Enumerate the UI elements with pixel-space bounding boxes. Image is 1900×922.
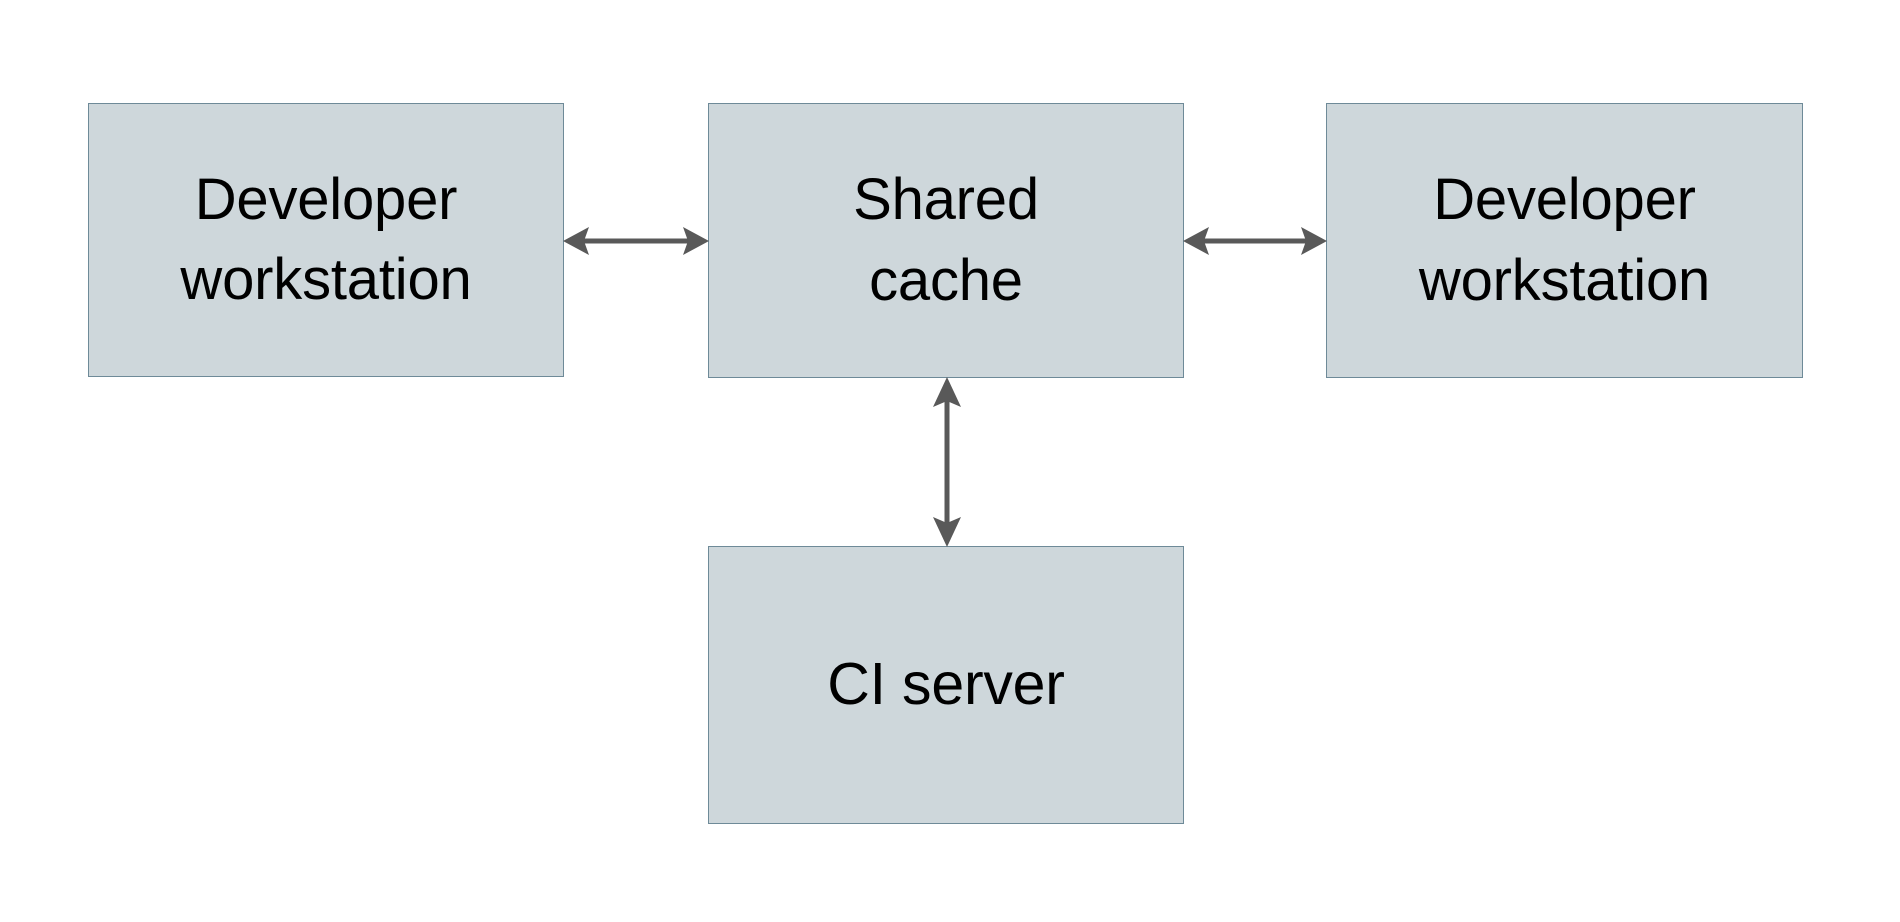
connector-shared-cache-to-ci-server[interactable] [911,377,983,547]
node-label: Shared cache [853,167,1039,313]
double-arrow-icon [933,377,961,547]
node-ci-server[interactable]: CI server [708,546,1184,824]
node-label: CI server [827,651,1065,718]
node-label: Developer workstation [1418,167,1711,313]
node-label: Developer workstation [180,166,472,312]
connector-shared-cache-to-developer-right[interactable] [1183,205,1327,277]
double-arrow-icon [1183,227,1327,255]
node-shared-cache[interactable]: Shared cache [708,103,1184,378]
double-arrow-icon [563,227,709,255]
node-developer-workstation-left[interactable]: Developer workstation [88,103,564,377]
node-developer-workstation-right[interactable]: Developer workstation [1326,103,1803,378]
connector-developer-left-to-shared-cache[interactable] [563,205,709,277]
